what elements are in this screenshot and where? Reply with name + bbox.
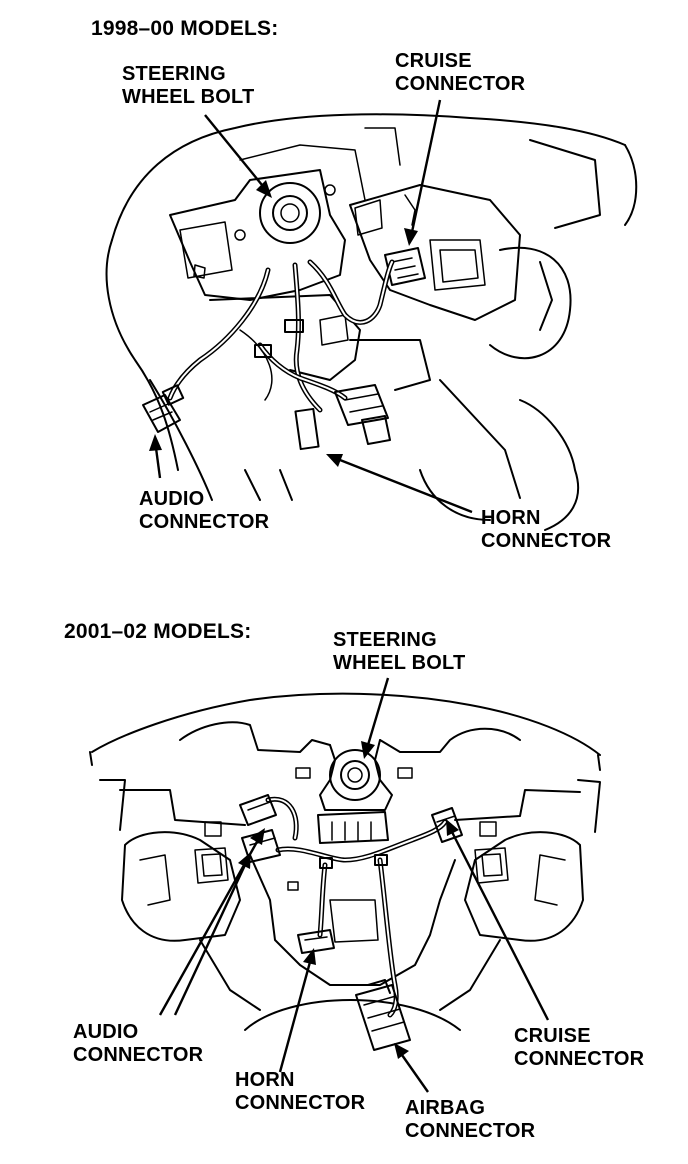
label-cruise-connector-2: CRUISE CONNECTOR [514,1025,644,1071]
label-line: CRUISE [514,1025,591,1047]
label-line: AUDIO [139,488,205,510]
label-line: CONNECTOR [405,1120,536,1142]
label-cruise-connector-1: CRUISE CONNECTOR [395,50,525,96]
label-airbag-connector-2: AIRBAG CONNECTOR [405,1097,535,1143]
figure-2-heading: 2001–02 MODELS: [64,620,252,643]
label-line: CRUISE [395,50,472,72]
label-line: WHEEL BOLT [333,652,466,674]
label-line: CONNECTOR [73,1044,204,1066]
label-line: WHEEL BOLT [122,86,255,108]
figure-1-heading: 1998–00 MODELS: [91,17,279,40]
label-line: AUDIO [73,1021,139,1043]
label-horn-connector-2: HORN CONNECTOR [235,1069,365,1115]
label-line: HORN [235,1069,295,1091]
label-line: CONNECTOR [395,73,526,95]
label-audio-connector-1: AUDIO CONNECTOR [139,488,269,534]
label-steering-wheel-bolt-1: STEERING WHEEL BOLT [122,63,254,109]
label-line: HORN [481,507,541,529]
label-line: CONNECTOR [514,1048,645,1070]
label-line: AIRBAG [405,1097,486,1119]
label-line: CONNECTOR [481,530,612,552]
label-steering-wheel-bolt-2: STEERING WHEEL BOLT [333,629,465,675]
label-horn-connector-1: HORN CONNECTOR [481,507,611,553]
label-line: STEERING [122,63,226,85]
label-audio-connector-2: AUDIO CONNECTOR [73,1021,203,1067]
label-line: STEERING [333,629,437,651]
label-line: CONNECTOR [235,1092,366,1114]
label-line: CONNECTOR [139,511,270,533]
